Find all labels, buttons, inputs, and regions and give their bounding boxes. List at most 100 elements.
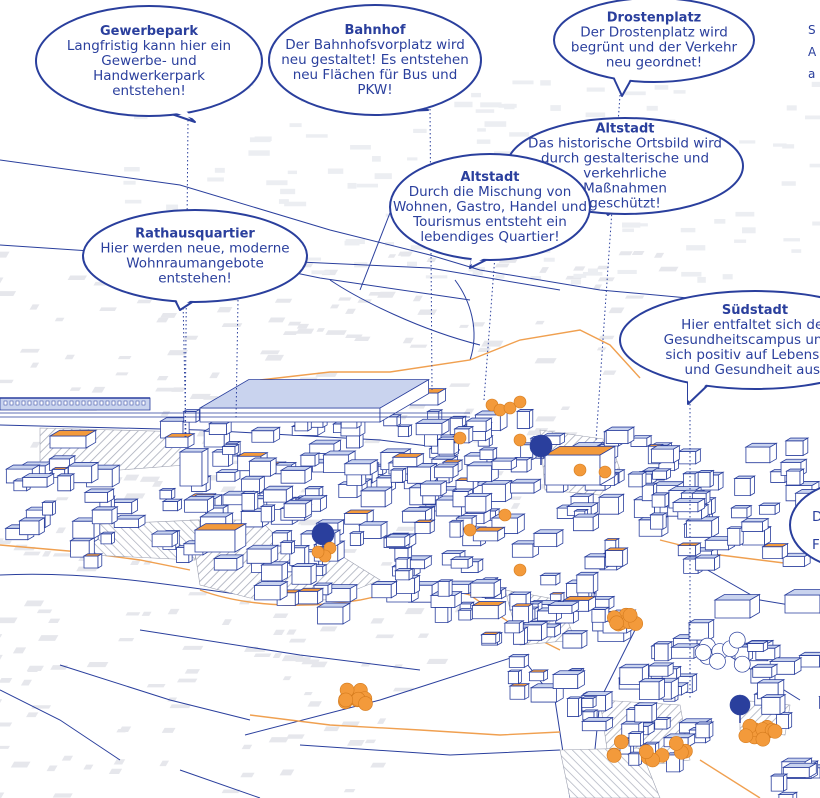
field-mark [124,167,140,172]
callout-title: Rathausquartier [135,227,255,242]
field-mark [570,279,581,285]
field-mark [268,317,286,323]
field-mark [19,348,40,353]
field-mark [374,173,392,180]
field-mark [370,762,387,768]
callout-partial: DF [789,486,820,564]
train-window [21,400,26,406]
field-mark [404,608,425,615]
building [740,517,770,533]
field-mark [805,115,820,120]
field-mark [125,612,141,616]
building [508,682,531,700]
field-mark [412,295,423,302]
field-mark [673,90,686,94]
callout-line: entstehen! [112,83,186,99]
field-mark [783,238,800,242]
train-window [81,400,86,406]
field-mark [714,218,726,224]
field-mark [0,251,10,258]
field-mark [282,676,292,681]
field-mark [26,712,39,718]
callout-bubble [35,5,263,117]
field-mark [598,335,615,340]
building [198,378,431,423]
field-mark [116,728,128,733]
field-mark [375,634,395,639]
field-mark [30,362,40,368]
building [694,721,715,739]
field-mark [504,103,515,110]
building [604,547,629,568]
field-mark [183,335,199,340]
field-mark [370,618,385,624]
field-mark [741,227,756,234]
field-mark [286,734,305,739]
building [99,531,116,545]
field-mark [136,299,153,304]
building [751,663,779,679]
field-mark [425,275,448,279]
field-mark [42,551,52,557]
callout-line: Der Bahnhofsvorplatz wird [285,37,465,53]
field-mark [426,258,437,262]
building [261,485,294,503]
field-mark [301,257,322,261]
field-mark [303,692,313,696]
field-mark [0,792,5,798]
field-mark [338,297,352,301]
field-mark [325,330,347,335]
tree [729,694,751,723]
field-mark [397,251,413,256]
building [783,589,820,614]
field-mark [301,659,320,665]
field-mark [248,150,270,156]
field-mark [23,600,45,607]
field-mark [316,328,325,332]
building [565,696,583,718]
building [469,578,502,598]
train-window [93,400,98,406]
building [590,606,611,623]
field-mark [587,268,598,274]
field-mark [347,739,365,746]
callout-line: durch gestalterische und [541,151,709,167]
callout-title: Altstadt [596,122,655,137]
leader-lines [182,94,691,700]
field-mark [782,144,795,149]
callout-line: neu geordnet! [606,55,702,71]
building [580,716,614,732]
building [687,618,716,641]
field-mark [463,408,475,415]
edge-fragment: A [808,45,817,59]
field-mark [509,132,530,137]
field-mark [0,722,13,727]
field-mark [61,755,74,761]
building [240,490,260,511]
field-mark [254,136,272,142]
building [406,462,439,484]
field-mark [0,634,3,638]
field-mark [169,704,192,709]
field-mark [86,661,109,668]
building [56,473,76,492]
field-mark [0,540,12,545]
building [212,554,245,571]
building [506,669,523,685]
field-mark [273,629,285,635]
train-window [45,400,50,406]
edge-fragment: F [812,537,820,553]
building [112,514,147,529]
field-mark [653,252,665,258]
callout-line: neu Flächen für Bus und [293,67,458,83]
field-mark [289,123,302,128]
field-mark [407,157,418,161]
building [391,452,425,468]
field-mark [123,180,136,185]
field-mark [617,269,637,274]
field-mark [631,251,645,255]
callout-title: Drostenplatz [607,11,701,26]
